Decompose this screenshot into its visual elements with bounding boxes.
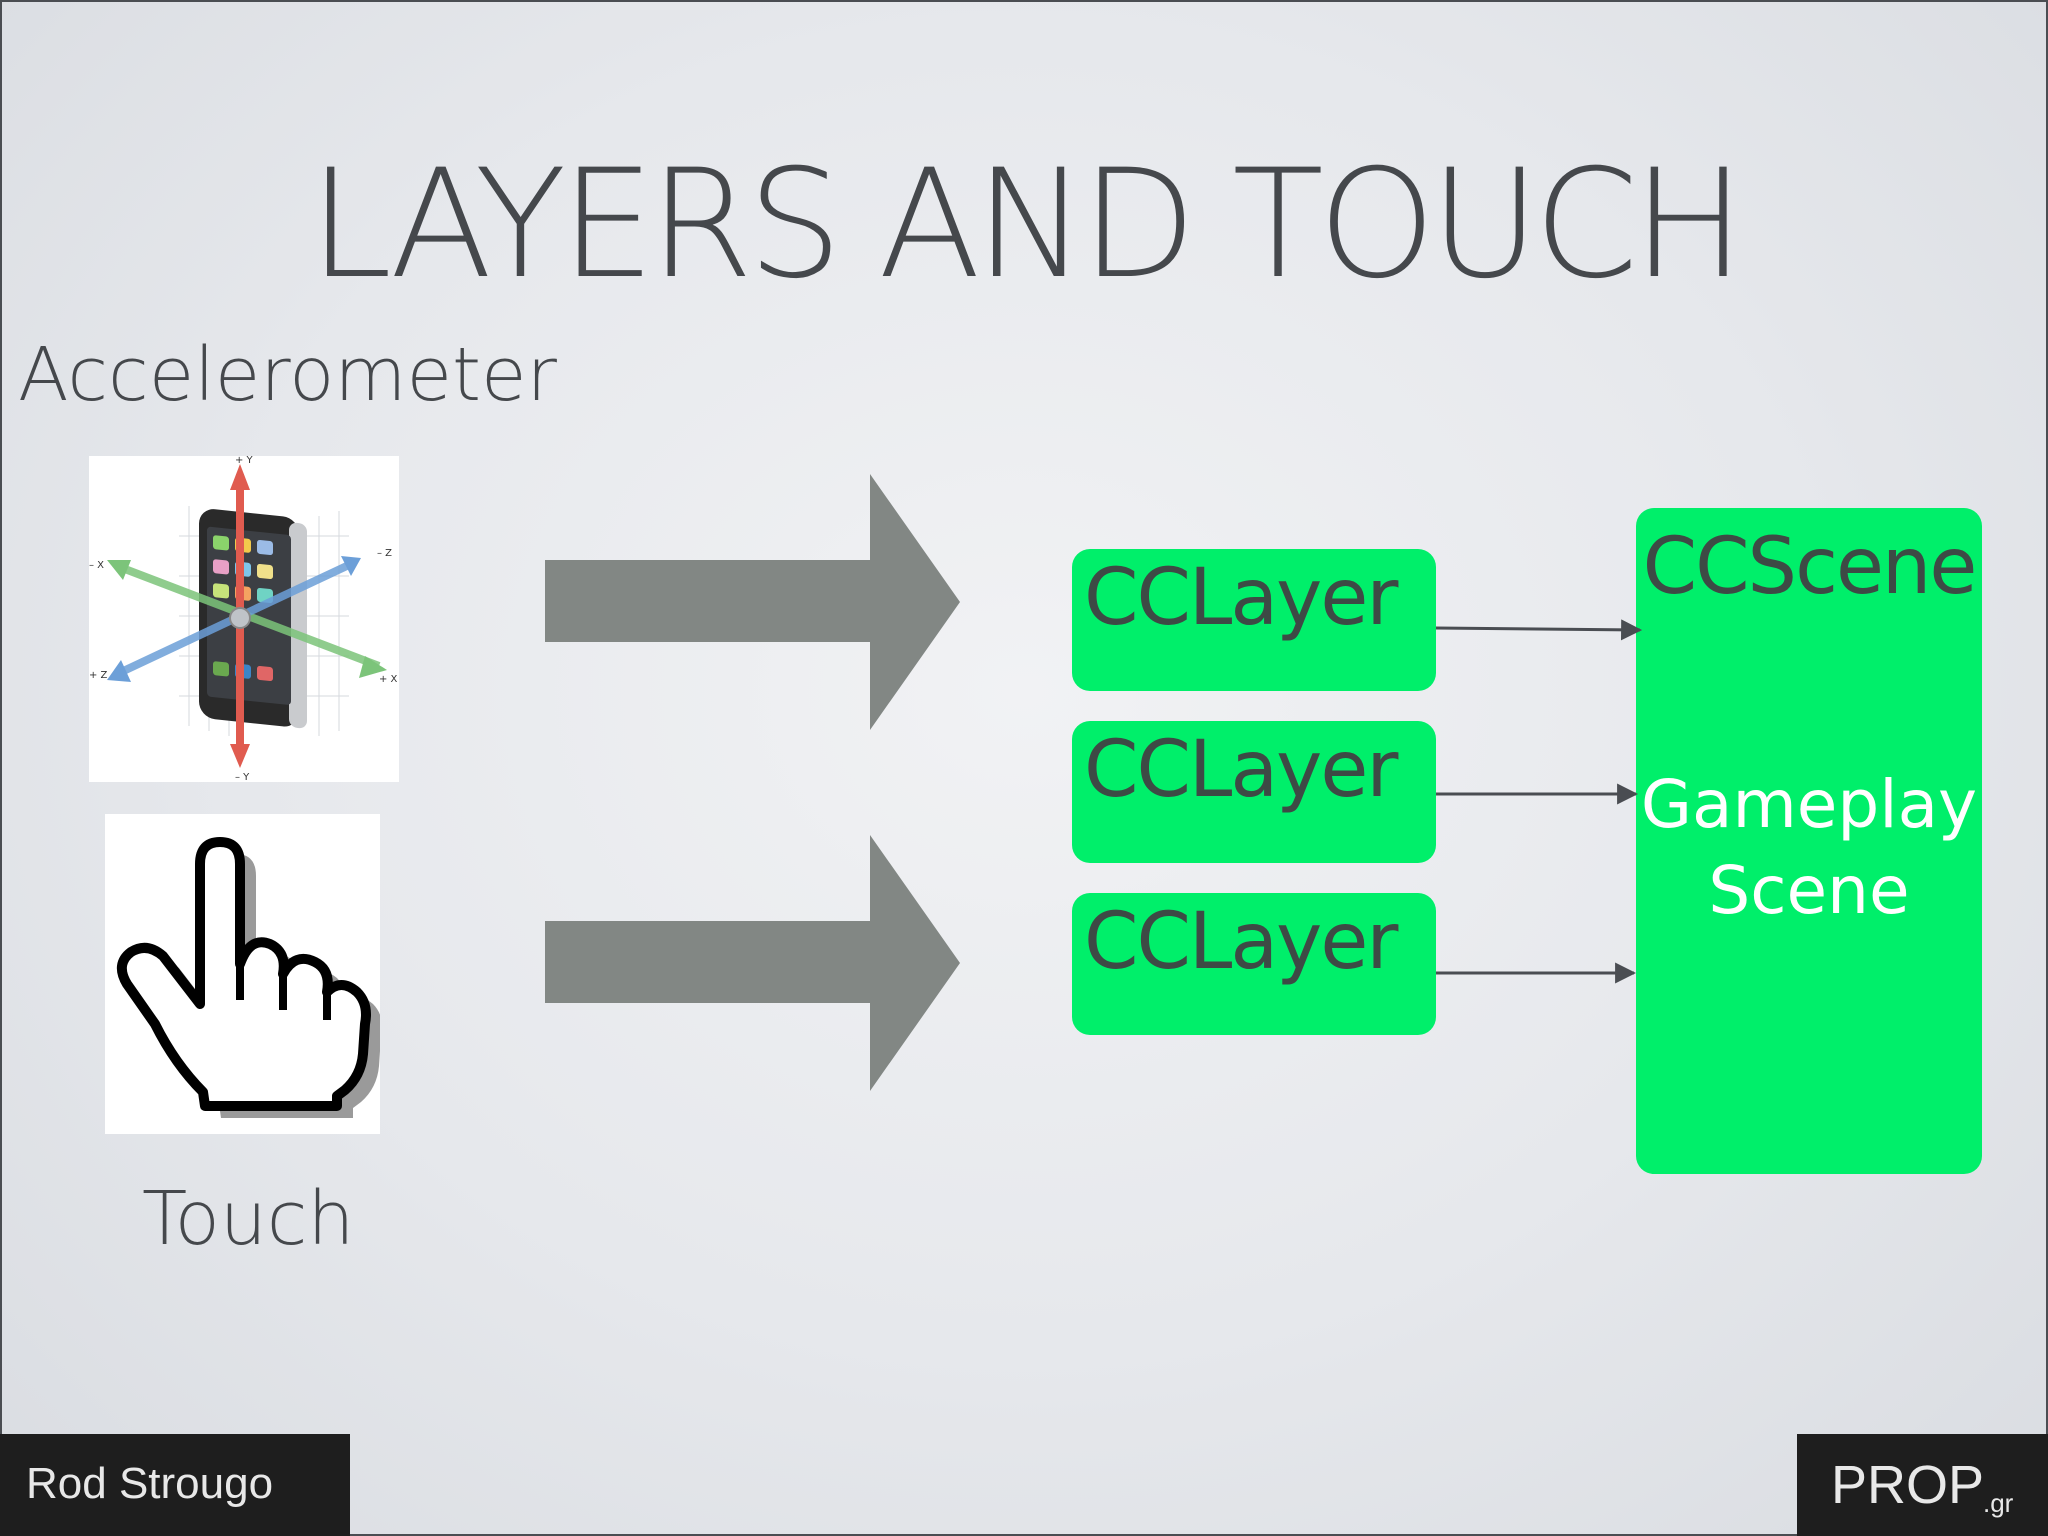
touch-label: Touch [142, 1182, 354, 1256]
touch-hand-image [105, 814, 380, 1134]
slide-title: LAYERS AND TOUCH [0, 150, 2048, 300]
svg-text:+ Y: + Y [235, 456, 254, 466]
connector-arrow-1 [1436, 628, 1640, 630]
logo-suffix-text: .gr [1983, 1490, 2013, 1516]
cclayer-label: CCLayer [1084, 903, 1396, 981]
svg-text:+ X: + X [379, 674, 398, 685]
phone-accelerometer-image: + Y – Y – X + X + Z – Z [89, 456, 399, 782]
author-name: Rod Strougo [26, 1462, 273, 1506]
ccscene-box: CCScene Gameplay Scene [1636, 508, 1982, 1174]
cclayer-box-1: CCLayer [1072, 549, 1436, 691]
svg-text:– Z: – Z [377, 548, 392, 559]
cclayer-box-3: CCLayer [1072, 893, 1436, 1035]
svg-text:– Y: – Y [235, 772, 250, 782]
ccscene-label: CCScene [1636, 528, 1982, 606]
right-arrow-icon [545, 474, 960, 730]
scene-subtitle-line1: Gameplay [1636, 772, 1982, 838]
cclayer-label: CCLayer [1084, 559, 1396, 637]
logo-footer: PROP .gr [1797, 1434, 2048, 1536]
phone-accelerometer-icon: + Y – Y – X + X + Z – Z [89, 456, 399, 782]
cclayer-label: CCLayer [1084, 731, 1396, 809]
logo-main-text: PROP [1831, 1458, 1984, 1512]
author-footer: Rod Strougo [0, 1434, 350, 1536]
cclayer-box-2: CCLayer [1072, 721, 1436, 863]
svg-text:– X: – X [89, 560, 104, 571]
svg-text:+ Z: + Z [89, 670, 108, 681]
accelerometer-label: Accelerometer [18, 338, 557, 412]
right-arrow-icon [545, 835, 960, 1091]
scene-subtitle-line2: Scene [1636, 858, 1982, 924]
pointing-hand-icon [105, 814, 380, 1134]
